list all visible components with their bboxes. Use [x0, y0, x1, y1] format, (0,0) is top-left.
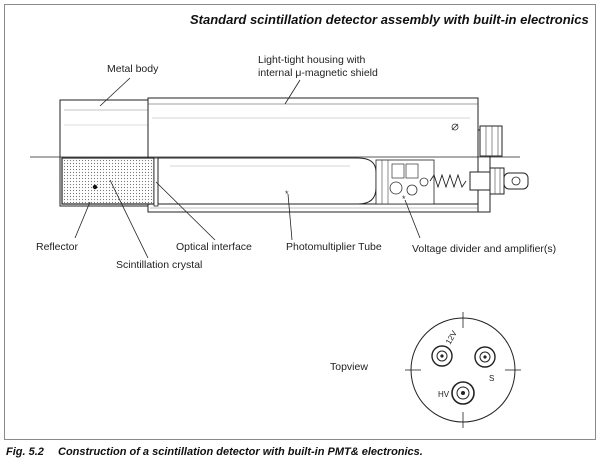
connector-12v: [431, 345, 453, 367]
detector-drawing: * * Metal body Light-tight housing with …: [30, 54, 556, 428]
label-voltage-divider: Voltage divider and amplifier(s): [412, 243, 556, 255]
caption-text: Construction of a scintillation detector…: [58, 446, 423, 458]
label-optical-interface: Optical interface: [176, 241, 252, 253]
figure-title: Standard scintillation detector assembly…: [190, 12, 589, 27]
label-scintillation-crystal: Scintillation crystal: [116, 259, 202, 271]
label-housing-line1: Light-tight housing with: [258, 54, 366, 66]
caption-number: Fig. 5.2: [6, 446, 44, 458]
label-reflector: Reflector: [36, 241, 79, 253]
scintillation-crystal: [61, 157, 155, 205]
output-connector: [429, 167, 529, 195]
label-metal-body: Metal body: [107, 63, 159, 75]
label-housing-line2: internal μ-magnetic shield: [258, 67, 378, 79]
topview-diagram: 12V S HV: [405, 312, 521, 428]
svg-text:*: *: [285, 189, 289, 199]
photomultiplier-tube: *: [157, 157, 377, 205]
svg-text:*: *: [402, 194, 406, 204]
connector-hv-label: HV: [438, 390, 450, 399]
housing-end-cap: [477, 125, 503, 213]
label-pmt: Photomultiplier Tube: [286, 241, 382, 253]
label-topview: Topview: [330, 361, 368, 373]
connector-s-label: S: [489, 374, 494, 383]
callout-lines: [74, 77, 421, 259]
voltage-divider-electronics: *: [375, 159, 435, 205]
connector-s: [474, 346, 496, 368]
figure-caption: Fig. 5.2 Construction of a scintillation …: [6, 446, 423, 458]
connector-hv: [451, 381, 475, 405]
